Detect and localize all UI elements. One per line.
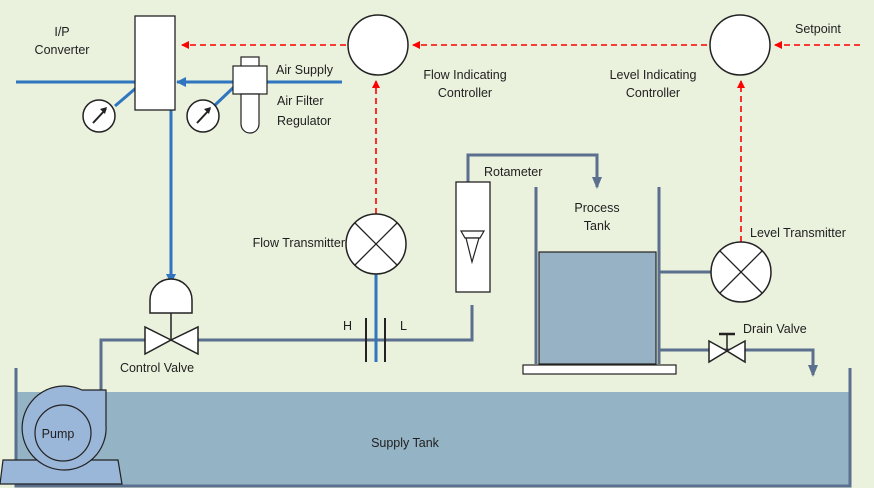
label-process-tank-line2: Tank [584, 219, 611, 233]
label-lic-line1: Level Indicating [610, 68, 697, 82]
level-transmitter-x-icon [719, 250, 763, 294]
gauge-left-needle-tip [100, 107, 107, 114]
process-tank-base [522, 364, 677, 375]
drain-valve [708, 332, 746, 364]
drain-valve-body-icon [708, 339, 746, 364]
label-supply-tank: Supply Tank [371, 436, 440, 450]
gauge-right-needle-tip [204, 107, 211, 114]
centrifugal-pump-icon [34, 404, 92, 462]
label-flow-transmitter: Flow Transmitter [253, 236, 345, 250]
ip-converter [134, 15, 176, 111]
gauge-connector-left [114, 86, 137, 108]
rotameter-float-cone [465, 237, 480, 265]
label-lic-line2: Controller [626, 86, 680, 100]
label-fic-line1: Flow Indicating [423, 68, 506, 82]
pressure-gauge-icon [82, 99, 116, 133]
rotameter-float-icon [459, 230, 486, 239]
label-air-supply: Air Supply [276, 63, 334, 77]
label-rotameter: Rotameter [484, 165, 542, 179]
pump [21, 385, 107, 471]
supply-tank-walls [14, 368, 852, 488]
regulator-bowl [240, 93, 260, 134]
control-valve-actuator [149, 278, 193, 314]
label-process-tank-line1: Process [574, 201, 619, 215]
label-drain-valve: Drain Valve [743, 322, 807, 336]
main-flow-pipe [198, 305, 474, 342]
label-fic-line2: Controller [438, 86, 492, 100]
bowtie-valve-icon [144, 325, 199, 356]
process-tank-water [538, 251, 657, 365]
process-tank [522, 187, 677, 375]
label-level-transmitter: Level Transmitter [750, 226, 846, 240]
label-ip-converter-line2: Converter [35, 43, 90, 57]
label-pump: Pump [42, 427, 75, 441]
label-ip-converter-line1: I/P [54, 25, 69, 39]
pressure-gauge-icon [186, 99, 220, 133]
supply-tank-water [17, 392, 849, 485]
level-transmitter [710, 241, 772, 303]
rotameter-outlet-pipe [466, 153, 602, 189]
label-setpoint: Setpoint [795, 22, 841, 36]
label-air-filter-line2: Regulator [277, 114, 331, 128]
process-tank-walls [534, 187, 661, 364]
flow-transmitter [345, 213, 407, 275]
supply-tank [14, 368, 852, 488]
label-orifice-l: L [400, 319, 407, 333]
level-indicating-controller [709, 14, 771, 76]
rotameter [455, 181, 491, 293]
flow-transmitter-x-icon [354, 222, 398, 266]
flow-indicating-controller [347, 14, 409, 76]
gauge-connector-right [212, 84, 237, 108]
control-valve [144, 278, 199, 356]
label-air-filter-line1: Air Filter [277, 94, 324, 108]
regulator-body [232, 65, 268, 95]
label-control-valve: Control Valve [120, 361, 194, 375]
pump-discharge-pipe [99, 338, 145, 400]
air-filter-regulator [232, 56, 268, 134]
orifice-plate [365, 318, 386, 362]
label-orifice-h: H [343, 319, 352, 333]
